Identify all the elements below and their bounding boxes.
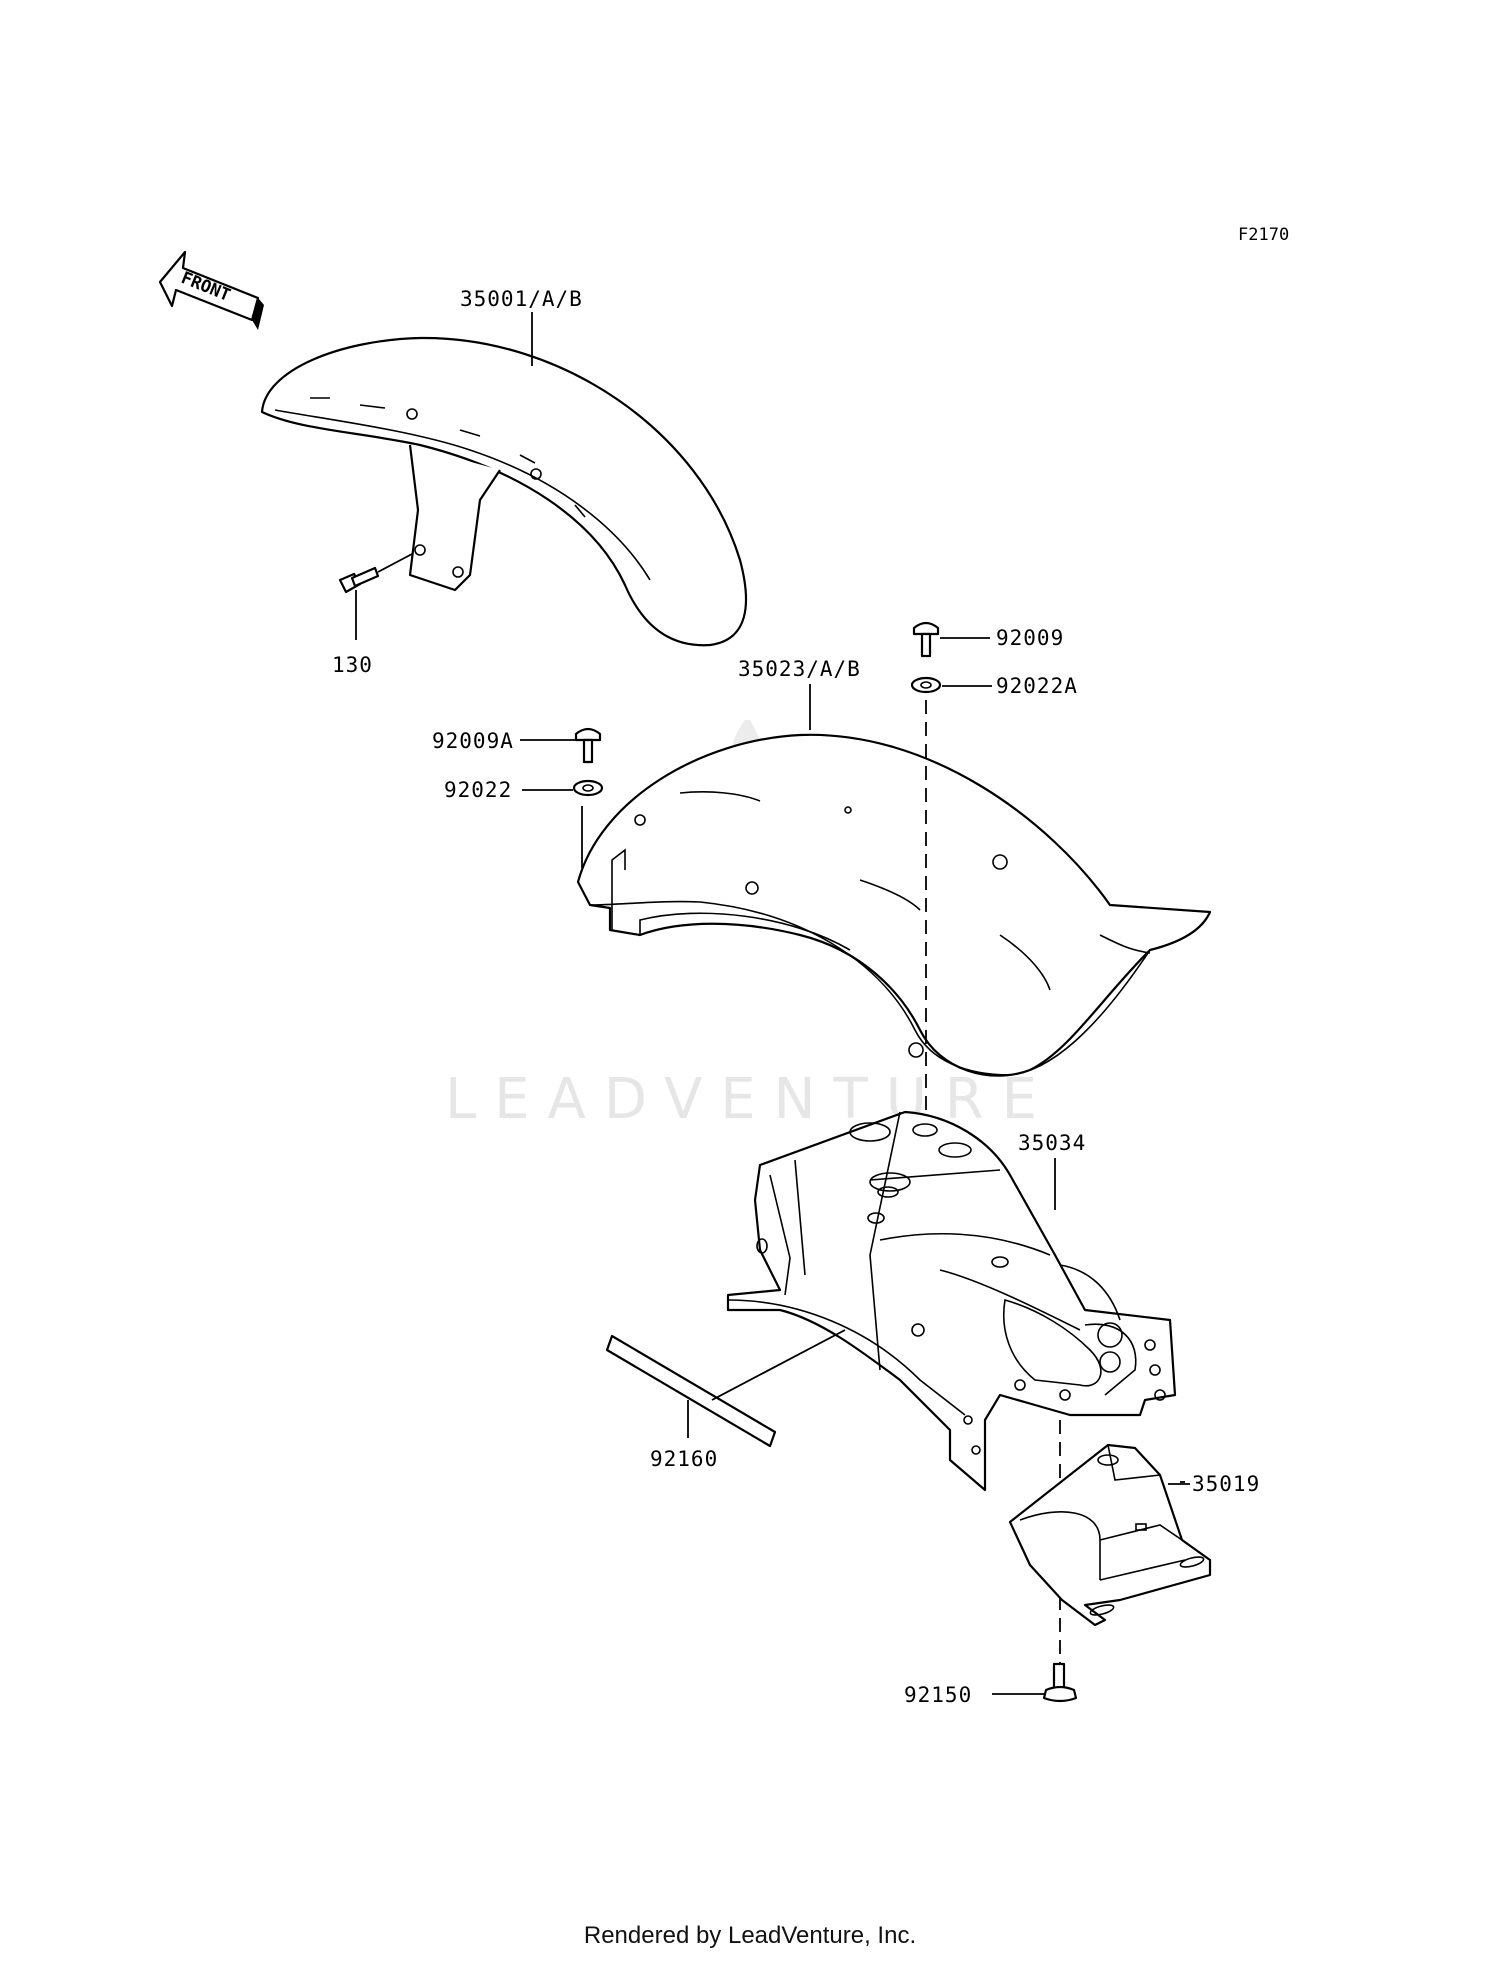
figure-code: F2170 <box>1238 225 1289 245</box>
washer-92022-icon: 92022 <box>444 778 604 802</box>
front-fender-drawing: 35001/A/B <box>260 287 747 647</box>
label-flap: 35019 <box>1192 1472 1260 1496</box>
label-front-fender: 35001/A/B <box>460 287 583 311</box>
bolt-92009a-icon: 92009A <box>432 727 602 764</box>
label-washer-92022a: 92022A <box>996 674 1078 698</box>
inner-fender-drawing: 35034 <box>726 1110 1177 1492</box>
flap-35019-drawing: 35019 <box>1008 1443 1260 1627</box>
bolt-92009-icon: 92009 <box>912 621 1064 658</box>
label-inner-fender: 35034 <box>1018 1131 1086 1155</box>
label-bolt-92009a: 92009A <box>432 729 514 753</box>
bolt-130-icon: 130 <box>332 553 413 677</box>
front-arrow-icon: FRONT <box>158 250 264 330</box>
screw-92150-icon: 92150 <box>904 1662 1078 1707</box>
strip-92160-drawing: 92160 <box>605 1329 846 1471</box>
label-washer-92022: 92022 <box>444 778 512 802</box>
footer-credit: Rendered by LeadVenture, Inc. <box>583 1922 917 1949</box>
label-bolt-130: 130 <box>332 653 373 677</box>
label-bolt-92009: 92009 <box>996 626 1064 650</box>
label-rear-fender: 35023/A/B <box>738 657 861 681</box>
label-screw: 92150 <box>904 1683 972 1707</box>
rear-fender-drawing: 35023/A/B <box>576 657 1212 1077</box>
washer-92022a-icon: 92022A <box>910 674 1078 698</box>
watermark-text: LEADVENTURE <box>445 1067 1055 1132</box>
label-strip: 92160 <box>650 1447 718 1471</box>
